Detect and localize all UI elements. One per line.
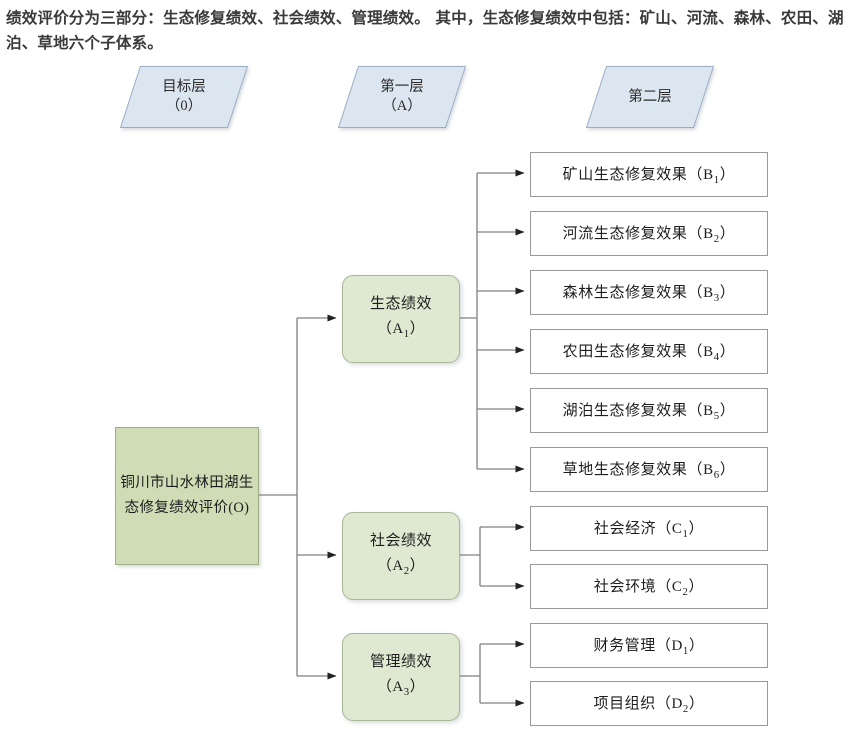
node-c1-label: 社会经济（C1） <box>593 521 705 540</box>
node-root[interactable]: 铜川市山水林田湖生态修复绩效评价(O) <box>115 427 259 565</box>
node-b5[interactable]: 湖泊生态修复效果（B5） <box>530 388 768 433</box>
node-a3[interactable]: 管理绩效 （A3） <box>342 633 460 721</box>
layer-header-goal: 目标层 （0） <box>119 66 249 128</box>
node-b4[interactable]: 农田生态修复效果（B4） <box>530 329 768 374</box>
node-a1-code: （A1） <box>376 320 426 340</box>
node-b2[interactable]: 河流生态修复效果（B2） <box>530 211 768 256</box>
layer-header-second: 第二层 <box>585 66 715 128</box>
node-root-label: 铜川市山水林田湖生态修复绩效评价(O) <box>120 475 254 516</box>
node-b3-label: 森林生态修复效果（B3） <box>562 285 736 304</box>
layer-header-goal-label: 目标层 （0） <box>162 79 206 114</box>
node-b5-label: 湖泊生态修复效果（B5） <box>562 403 736 422</box>
node-a1-label: 生态绩效 <box>369 295 432 312</box>
layer-header-first: 第一层 （A） <box>337 66 467 128</box>
node-c2-label: 社会环境（C2） <box>593 579 705 598</box>
node-b6[interactable]: 草地生态修复效果（B6） <box>530 447 768 492</box>
node-d1-label: 财务管理（D1） <box>593 638 705 657</box>
node-a1[interactable]: 生态绩效 （A1） <box>342 275 460 363</box>
layer-header-first-label: 第一层 （A） <box>380 79 424 114</box>
node-c1[interactable]: 社会经济（C1） <box>530 506 768 551</box>
node-a3-code: （A3） <box>376 678 426 698</box>
node-b6-label: 草地生态修复效果（B6） <box>562 462 736 481</box>
layer-header-second-label: 第二层 <box>628 88 672 105</box>
node-b2-label: 河流生态修复效果（B2） <box>562 226 736 245</box>
node-a2[interactable]: 社会绩效 （A2） <box>342 512 460 600</box>
node-d2-label: 项目组织（D2） <box>593 696 705 715</box>
node-b1[interactable]: 矿山生态修复效果（B1） <box>530 152 768 197</box>
node-b3[interactable]: 森林生态修复效果（B3） <box>530 270 768 315</box>
node-b1-label: 矿山生态修复效果（B1） <box>562 167 736 186</box>
node-a2-label: 社会绩效 <box>369 532 432 549</box>
node-a2-code: （A2） <box>376 557 426 577</box>
node-a3-label: 管理绩效 <box>369 653 432 670</box>
node-c2[interactable]: 社会环境（C2） <box>530 564 768 609</box>
node-d1[interactable]: 财务管理（D1） <box>530 623 768 668</box>
node-d2[interactable]: 项目组织（D2） <box>530 681 768 726</box>
intro-paragraph: 绩效评价分为三部分：生态修复绩效、社会绩效、管理绩效。 其中，生态修复绩效中包括… <box>6 9 844 52</box>
node-b4-label: 农田生态修复效果（B4） <box>562 344 736 363</box>
